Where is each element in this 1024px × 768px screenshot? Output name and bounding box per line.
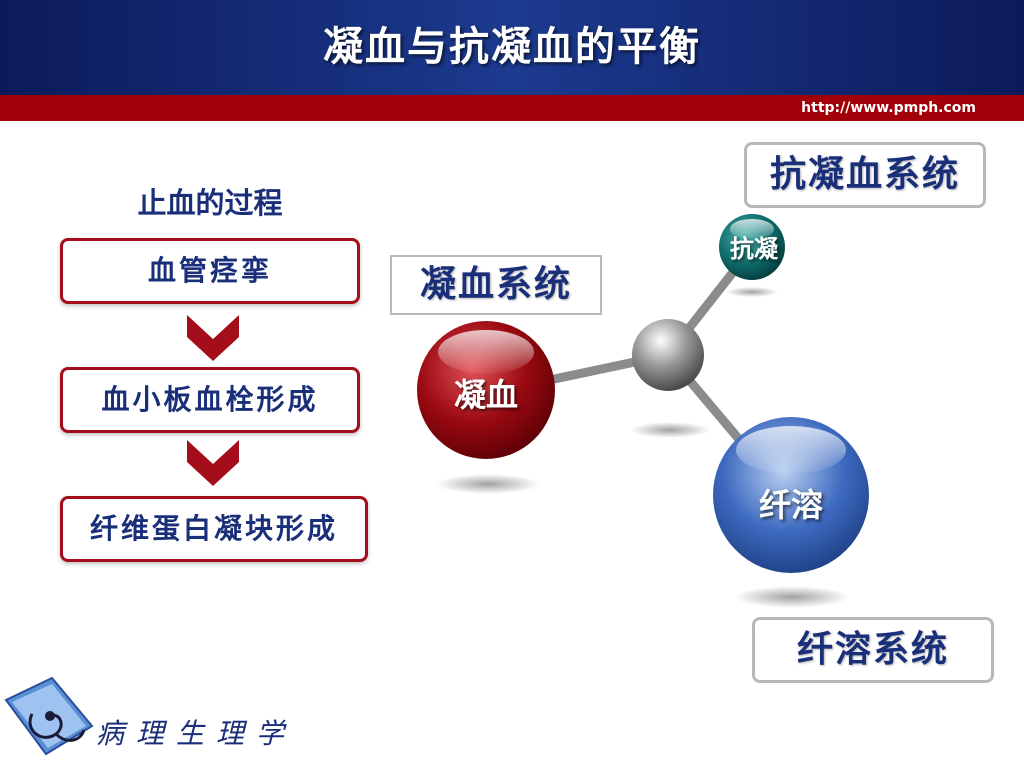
chevron-down-icon — [187, 315, 239, 361]
anticoag-system-box: 抗凝血系统 — [744, 142, 986, 208]
step-fibrin-clot: 纤维蛋白凝块形成 — [60, 496, 368, 562]
header-banner — [0, 0, 1024, 95]
coag-system-box: 凝血系统 — [390, 255, 602, 315]
process-title: 止血的过程 — [137, 186, 283, 220]
fibrinolysis-system-box: 纤溶系统 — [752, 617, 994, 683]
step-vasospasm: 血管痉挛 — [60, 238, 360, 304]
shadow-coag — [436, 474, 540, 494]
footer-logo-text: 病理生理学 — [96, 717, 297, 750]
gloss-icon — [438, 330, 534, 374]
label-fibrinolysis: 纤溶 — [758, 486, 823, 524]
label-coag: 凝血 — [453, 376, 518, 414]
chevron-down-icon — [187, 440, 239, 486]
shadow-center — [630, 422, 710, 438]
shadow-anticoag — [726, 287, 778, 297]
website-url: http://www.pmph.com — [801, 100, 976, 116]
page-title: 凝血与抗凝血的平衡 — [323, 24, 701, 70]
stethoscope-logo-icon — [4, 676, 94, 756]
red-stripe — [0, 95, 1024, 121]
step-platelet-thrombus: 血小板血栓形成 — [60, 367, 360, 433]
shadow-fibrinolysis — [734, 586, 850, 608]
ball-center — [632, 319, 704, 391]
gloss-icon — [736, 426, 846, 474]
label-anticoag: 抗凝 — [730, 234, 778, 263]
gloss-icon — [730, 219, 774, 239]
